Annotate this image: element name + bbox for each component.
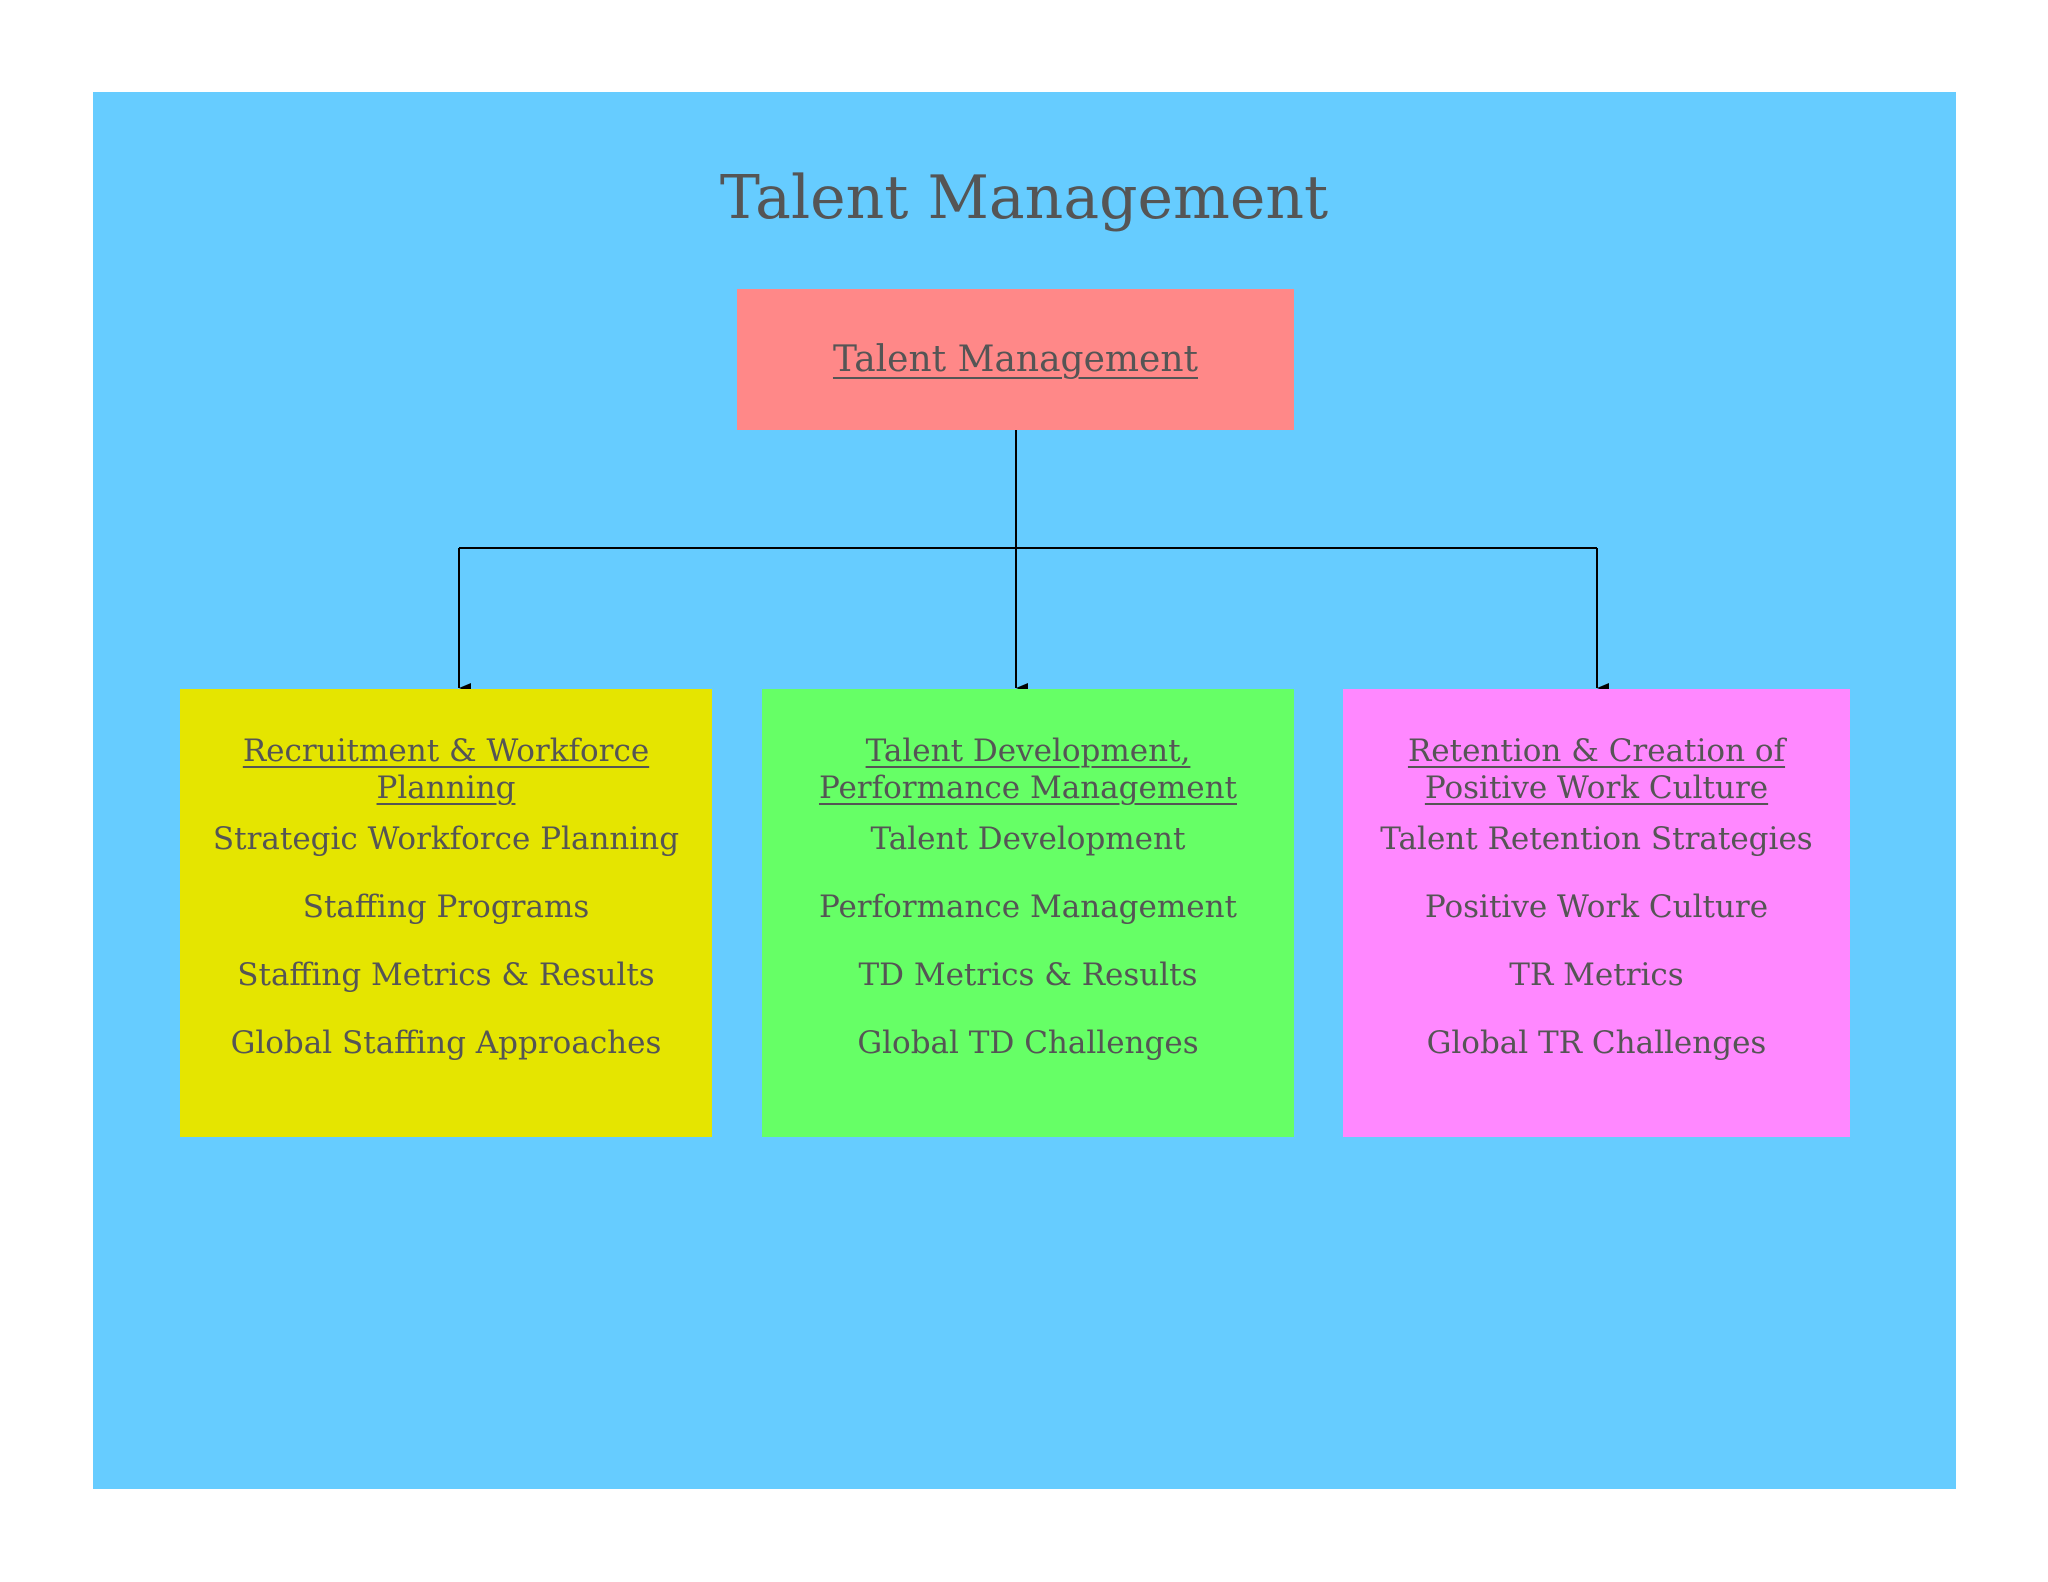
branch-node-recruitment: Recruitment & Workforce Planning Strateg… [180, 689, 712, 1137]
branch-item: Staffing Programs [302, 889, 590, 925]
branch-item: Global TD Challenges [857, 1025, 1199, 1061]
branch-item: Global Staffing Approaches [230, 1025, 662, 1061]
page-title: Talent Management [719, 163, 1329, 233]
branch-item: TD Metrics & Results [858, 957, 1198, 993]
branch-item: Strategic Workforce Planning [212, 821, 680, 857]
branch-node-retention: Retention & Creation of Positive Work Cu… [1343, 689, 1850, 1137]
branch-item: Global TR Challenges [1426, 1025, 1767, 1061]
root-node: Talent Management [737, 289, 1294, 430]
branch-heading: Retention & Creation of Positive Work Cu… [1407, 733, 1786, 806]
branch-heading: Recruitment & Workforce Planning [242, 733, 650, 806]
branch-item: Performance Management [818, 889, 1237, 925]
branch-node-talent-development: Talent Development, Performance Manageme… [762, 689, 1294, 1137]
branch-item: TR Metrics [1509, 957, 1684, 993]
branch-item: Staffing Metrics & Results [237, 957, 655, 993]
branch-item-list: Strategic Workforce Planning Staffing Pr… [213, 821, 679, 1062]
root-node-label: Talent Management [832, 339, 1198, 380]
branch-item: Positive Work Culture [1424, 889, 1769, 925]
branch-item-list: Talent Development Performance Managemen… [819, 821, 1237, 1062]
branch-item: Talent Development [870, 821, 1186, 857]
branch-item: Talent Retention Strategies [1380, 821, 1813, 857]
branch-heading: Talent Development, Performance Manageme… [818, 733, 1237, 806]
branch-item-list: Talent Retention Strategies Positive Wor… [1380, 821, 1812, 1062]
